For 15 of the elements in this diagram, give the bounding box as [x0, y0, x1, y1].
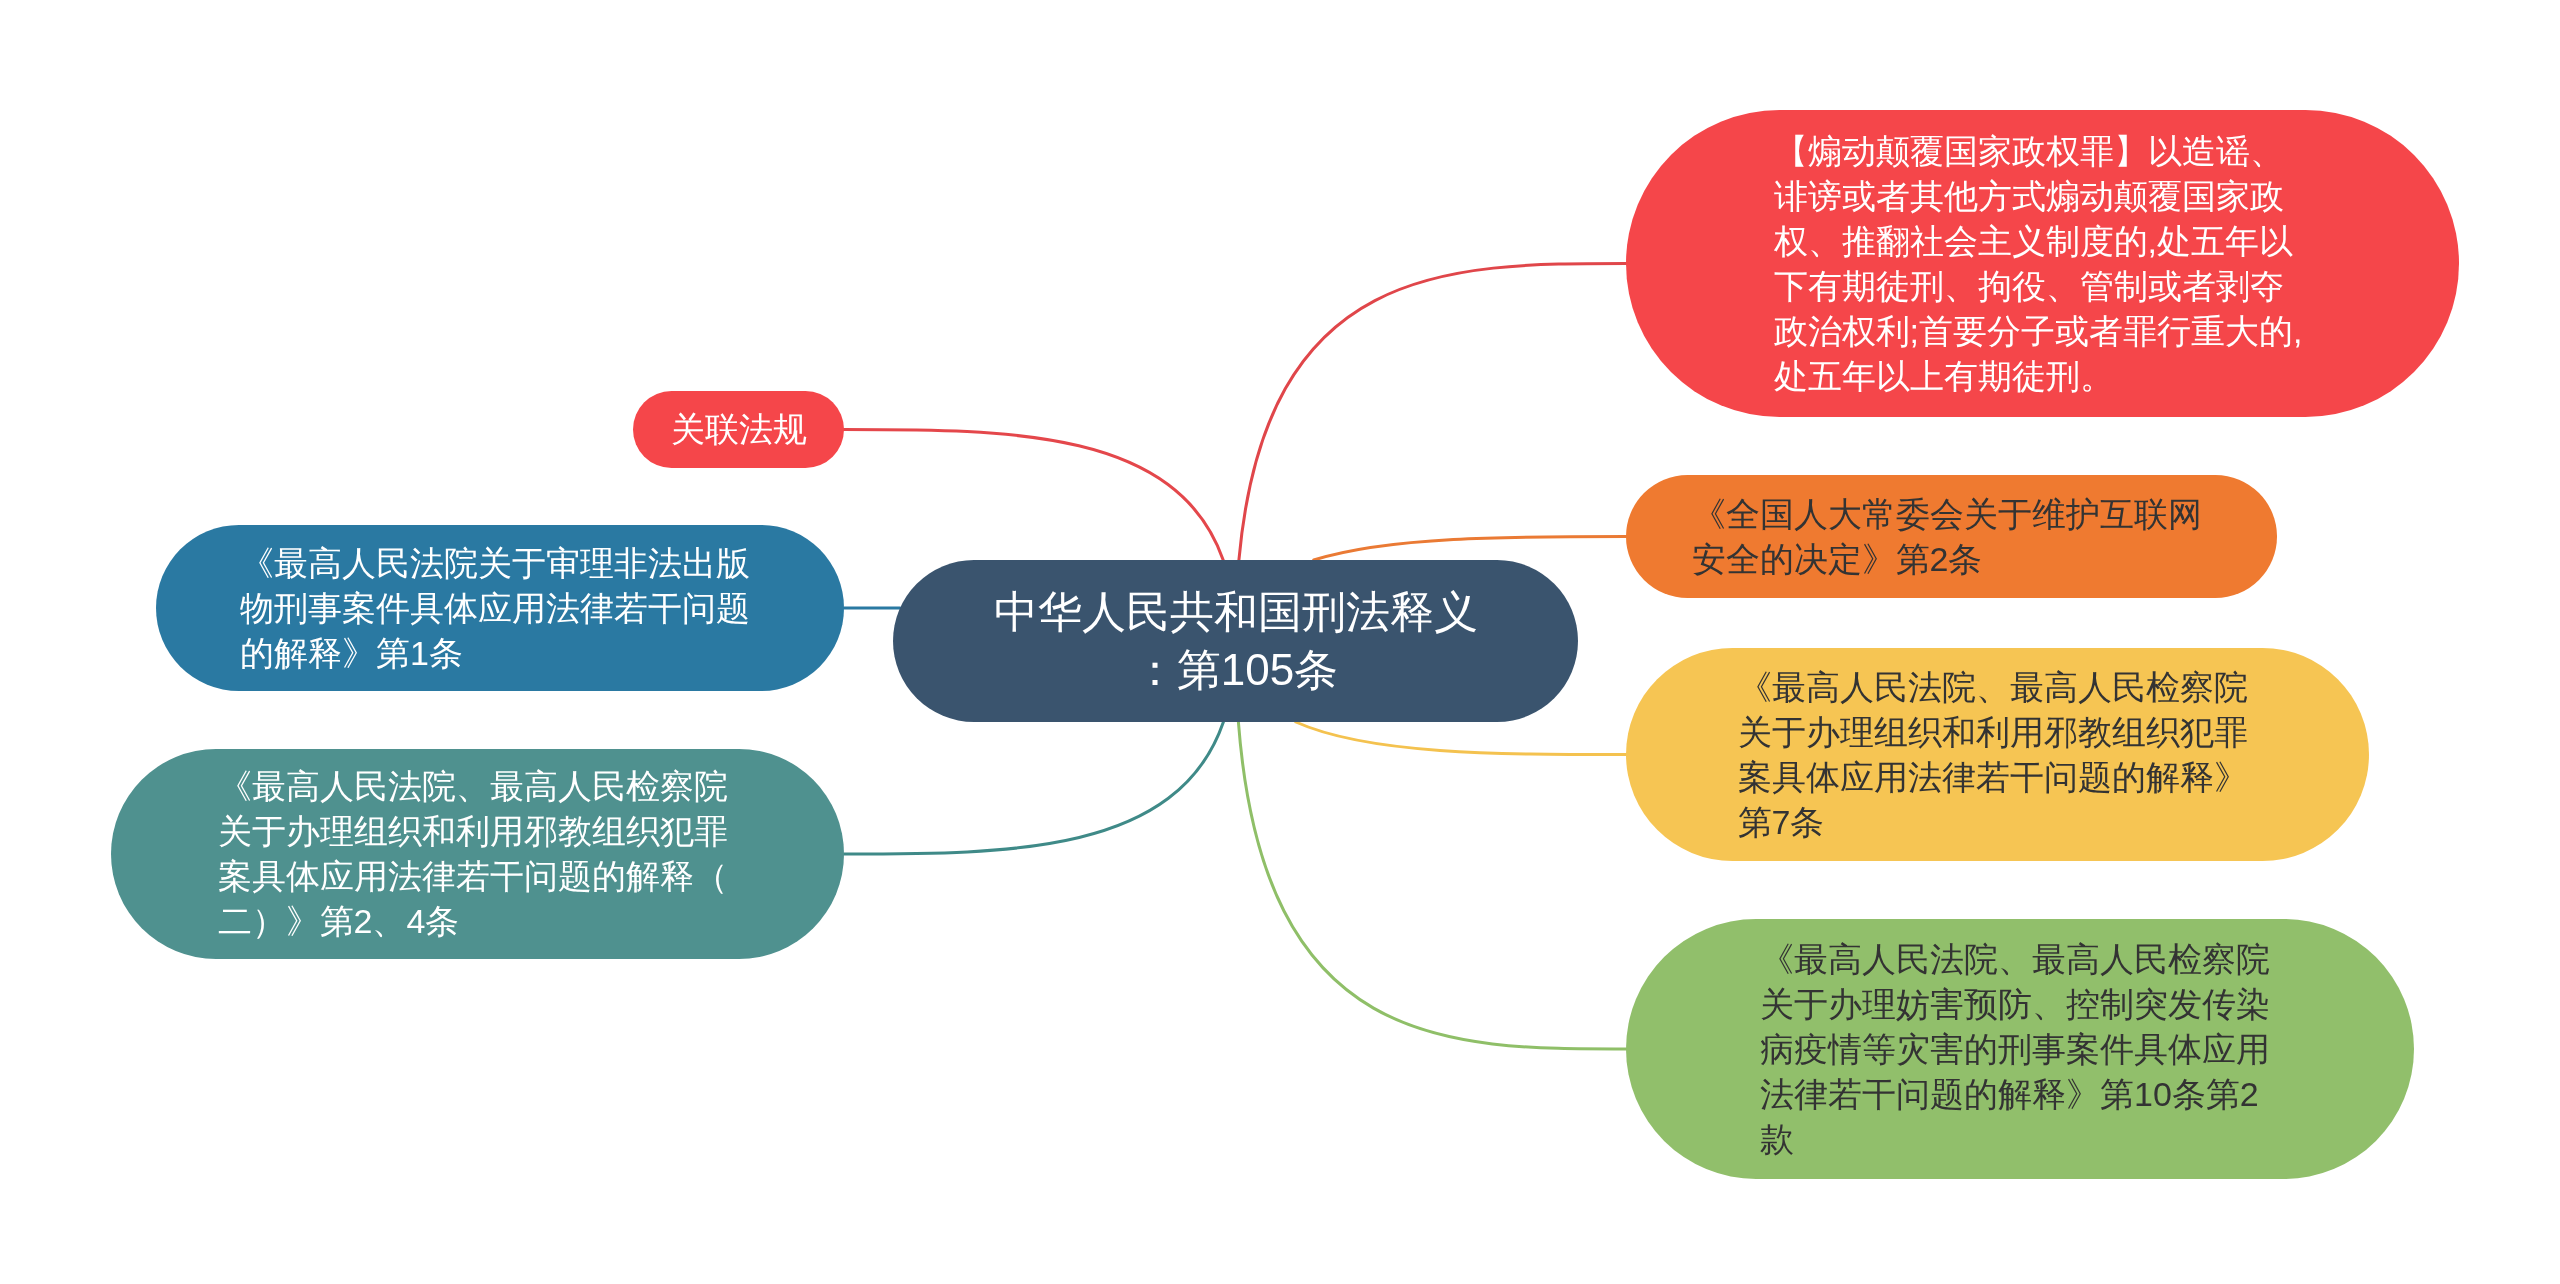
topic-pill: 《最高人民法院、最高人民检察院关于办理妨害预防、控制突发传染病疫情等灾害的刑事案件具体应用法律若干问题的解释》第10条第2款	[1626, 919, 2414, 1179]
connector-curve	[1312, 535, 1628, 562]
connector-curve	[842, 428, 1225, 562]
topic-pill: 《最高人民法院关于审理非法出版物刑事案件具体应用法律若干问题的解释》第1条	[156, 525, 844, 691]
category-pill: 关联法规	[633, 391, 844, 468]
connector-curve	[842, 720, 1225, 856]
topic-pill: 《全国人大常委会关于维护互联网安全的决定》第2条	[1626, 475, 2277, 598]
central-topic: 中华人民共和国刑法释义：第105条	[893, 560, 1578, 722]
connector-curve	[842, 606, 902, 610]
topic-pill: 【煽动颠覆国家政权罪】以造谣、诽谤或者其他方式煽动颠覆国家政权、推翻社会主义制度的,处五年以下有期徒刑、拘役、管制或者剥夺政治权利;首要分子或者罪行重大的,处五年以上有期徒刑。	[1626, 110, 2459, 417]
topic-pill: 《最高人民法院、最高人民检察院关于办理组织和利用邪教组织犯罪案具体应用法律若干问题的解释（二）》第2、4条	[111, 749, 844, 959]
topic-pill: 《最高人民法院、最高人民检察院关于办理组织和利用邪教组织犯罪案具体应用法律若干问题的解释》第7条	[1626, 648, 2369, 861]
connector-curve	[1237, 262, 1628, 562]
connector-curve	[1294, 720, 1628, 756]
connector-curve	[1236, 720, 1628, 1051]
